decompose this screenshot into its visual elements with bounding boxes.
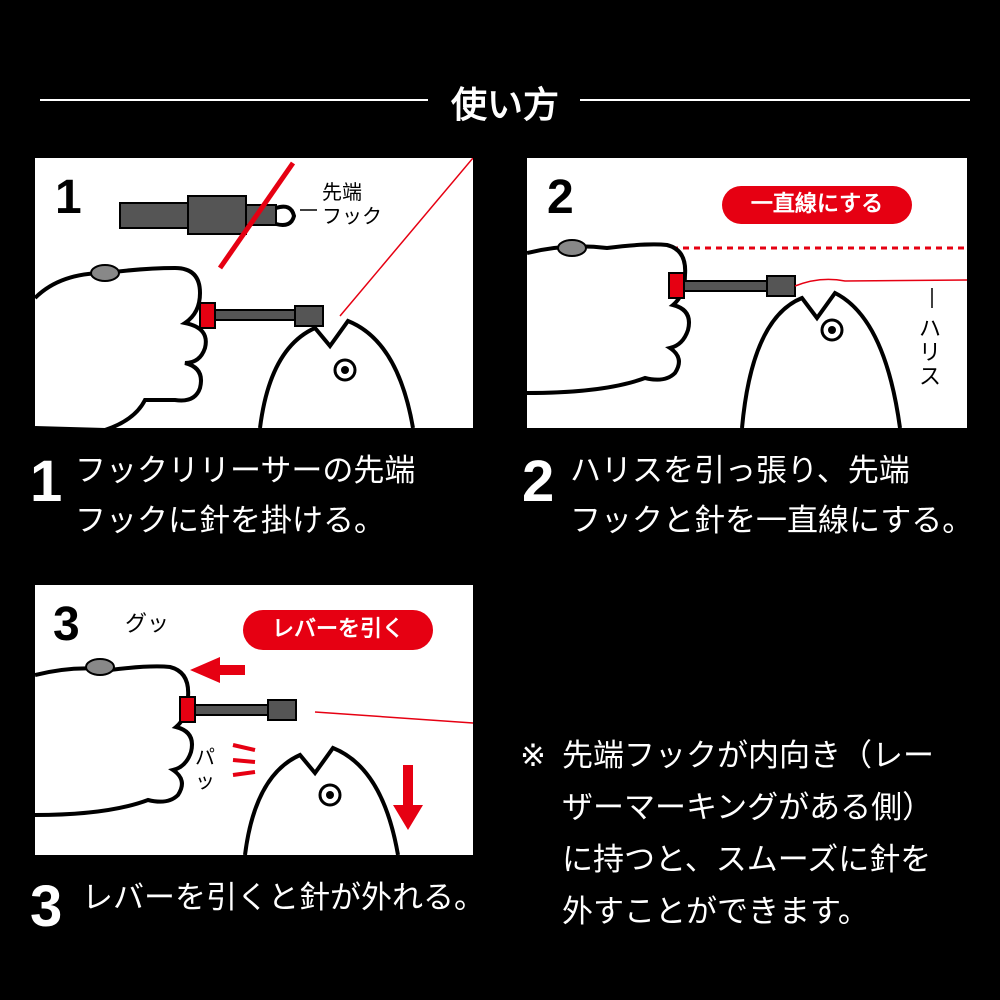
step-2-line-1: ハリスを引っ張り、先端 xyxy=(570,453,910,489)
page-title: 使い方 xyxy=(450,85,559,126)
sound-pa-label: パッ xyxy=(195,745,215,793)
step-3-line-1: レバーを引くと針が外れる。 xyxy=(82,880,485,916)
step-1-text: フックリリーサーの先端 フックに針を掛ける。 xyxy=(75,446,415,546)
straight-line-bubble: 一直線にする xyxy=(722,186,912,224)
note-line-4: 外すことができます。 xyxy=(562,894,869,930)
step-1-line-2: フックに針を掛ける。 xyxy=(75,503,385,539)
step-3-text: レバーを引くと針が外れる。 xyxy=(82,873,485,923)
note-line-2: ザーマーキングがある側） xyxy=(562,790,934,826)
panel-number: 2 xyxy=(547,171,574,224)
hook-tip-label: 先端 フック xyxy=(322,180,382,228)
note-mark: ※ xyxy=(520,738,546,774)
usage-note: ※ 先端フックが内向き（レー ザーマーキングがある側） に持つと、スムーズに針を… xyxy=(520,730,980,938)
panel-step-2: 2 一直線にする ハリス xyxy=(527,158,967,428)
illustration-straight-line xyxy=(527,239,967,428)
step-3-number: 3 xyxy=(30,874,63,939)
note-line-3: に持つと、スムーズに針を xyxy=(562,842,932,878)
sound-gu-label: グッ xyxy=(125,612,170,637)
title-divider-left xyxy=(40,99,428,101)
title-bar: 使い方 xyxy=(0,70,1000,130)
title-divider-right xyxy=(580,99,970,101)
illustration-release xyxy=(35,657,473,855)
step-2-number: 2 xyxy=(522,449,555,514)
panel-number: 3 xyxy=(53,598,80,651)
pull-lever-bubble: レバーを引く xyxy=(243,610,433,650)
illustration-hook-fish xyxy=(35,158,473,428)
panel-step-1: 1 先端 フック xyxy=(35,158,473,428)
panel-number: 1 xyxy=(55,171,82,224)
note-line-1: 先端フックが内向き（レー xyxy=(562,738,934,774)
step-1-line-1: フックリリーサーの先端 xyxy=(75,453,416,489)
step-1-number: 1 xyxy=(30,449,63,514)
leader-line-label: ハリス xyxy=(919,317,942,390)
step-2-text: ハリスを引っ張り、先端 フックと針を一直線にする。 xyxy=(570,446,973,546)
step-2-line-2: フックと針を一直線にする。 xyxy=(570,503,974,539)
panel-step-3: 3 グッ レバーを引く パッ xyxy=(35,585,473,855)
